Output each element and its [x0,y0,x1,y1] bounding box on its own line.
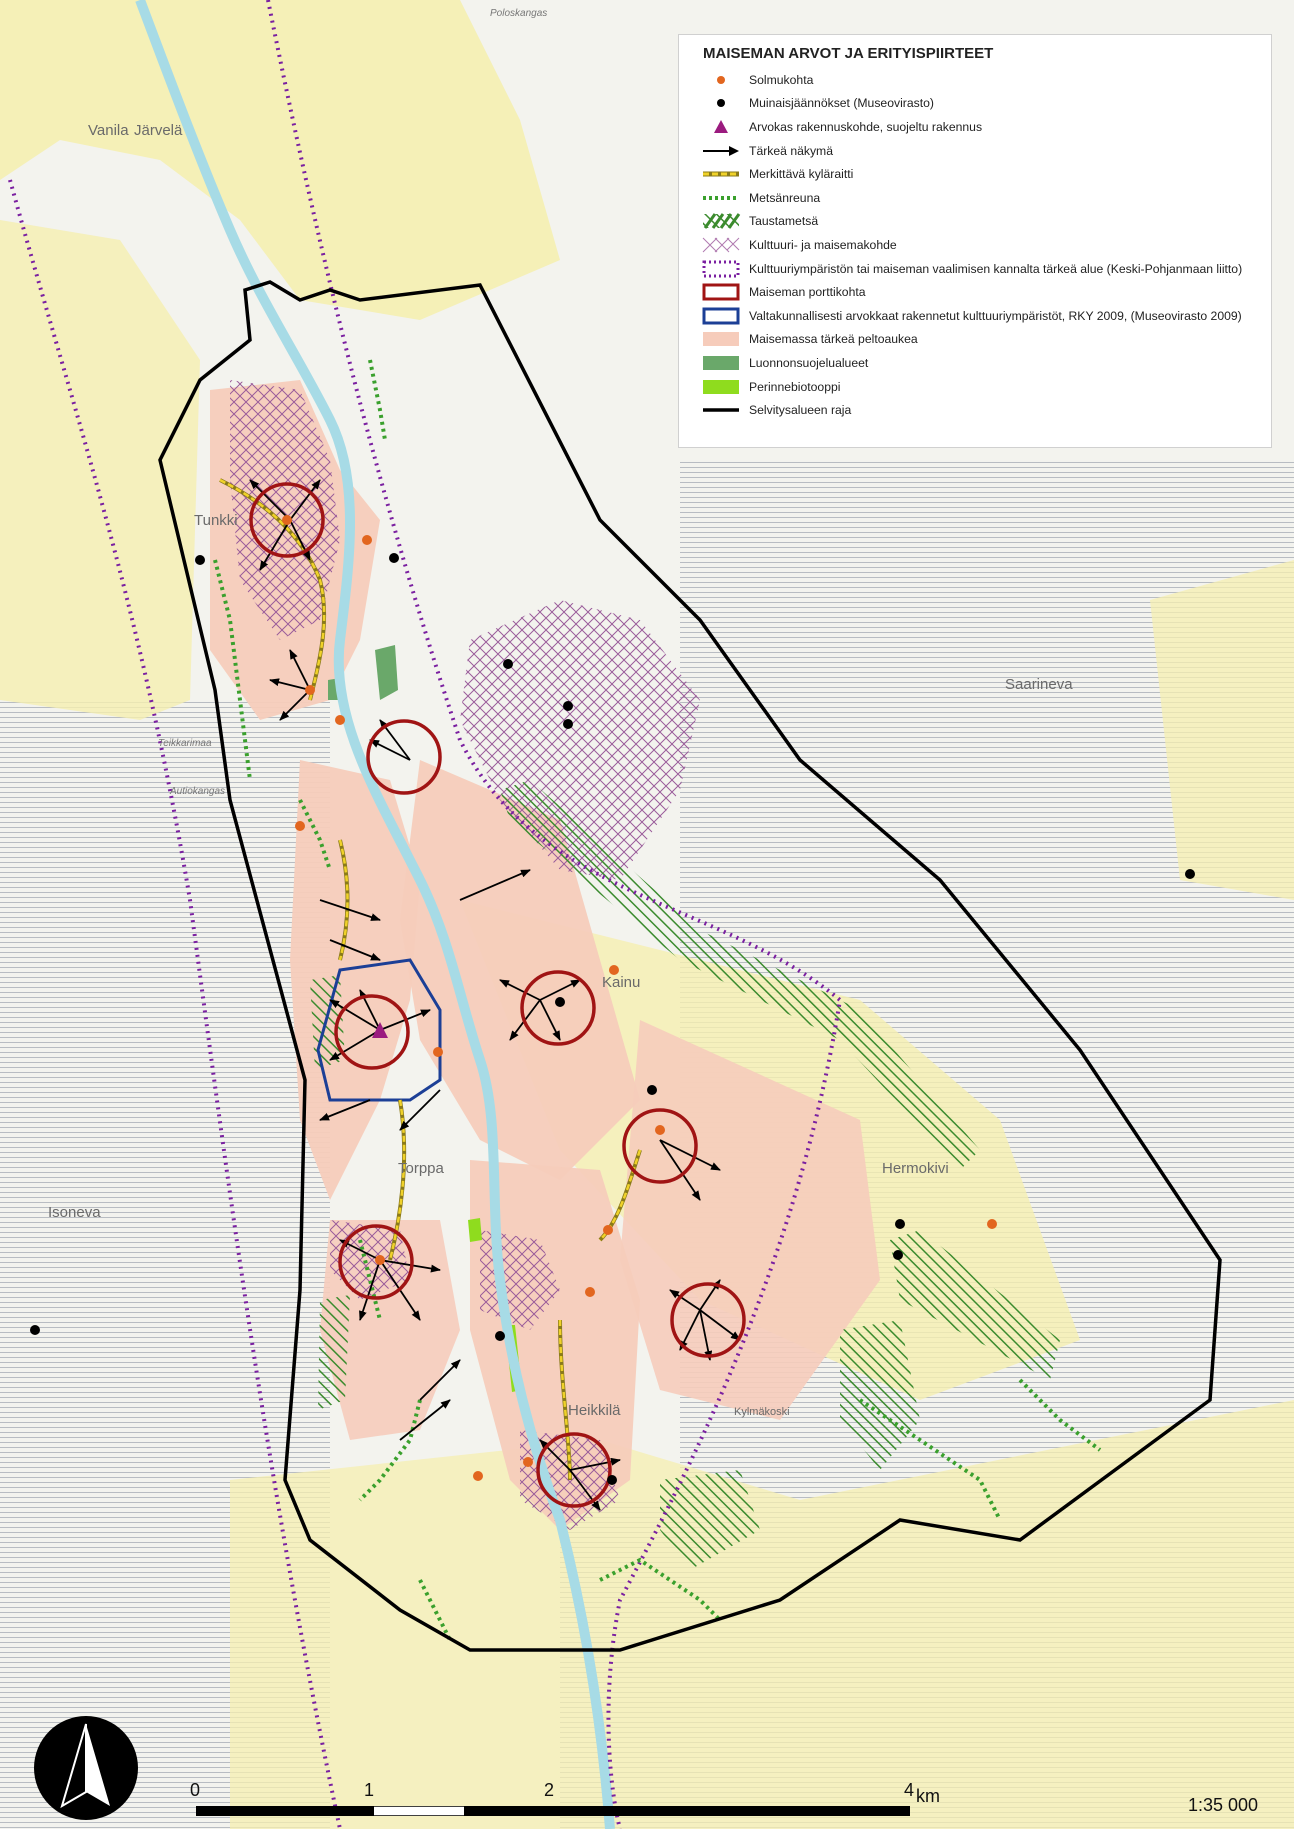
arrow-right-icon [703,145,739,156]
study-boundary-symbol [703,408,739,412]
legend-label: Kulttuuriympäristön tai maiseman vaalimi… [749,261,1243,276]
legend-label: Muinaisjäännökset (Museovirasto) [749,96,934,111]
village-road-symbol [703,171,739,177]
culture-site-symbol [702,237,740,253]
forest-edge-symbol [703,195,739,200]
legend-label: Kulttuuri- ja maisemakohde [749,237,897,252]
north-arrow-icon [34,1716,138,1820]
rky-boundary [316,958,442,1102]
scale-unit: km [916,1786,940,1806]
map-legend: MAISEMAN ARVOT JA ERITYISPIIRTEET Solmuk… [678,34,1272,448]
scale-tick-label: 2 [544,1780,555,1800]
scale-tick-label: 1 [364,1780,375,1800]
farmland-east [1150,560,1294,900]
legend-label: Taustametsä [749,214,819,229]
background-forest-symbol [703,213,741,230]
background-forest-southwest [318,1295,350,1410]
culture-site-north [230,380,340,640]
traditional-biotope-symbol [703,379,739,394]
nature-reserve [375,645,398,700]
legend-item-village-road: Merkittävä kyläraitti [691,162,1259,186]
legend-item-culture-site: Kulttuuri- ja maisemakohde [691,233,1259,257]
farmland-north [0,0,560,320]
background-forest-east [890,1230,1060,1380]
scale-ratio: 1:35 000 [1188,1795,1259,1815]
farmland-west [0,220,200,720]
node-points[interactable] [282,515,997,1481]
legend-label: Metsänreuna [749,190,821,205]
traditional-biotope-small [468,1218,482,1242]
background-forest-diagonal [500,780,980,1170]
legend-item-forest-edge: Metsänreuna [691,186,1259,210]
legend-item-background-forest: Taustametsä [691,210,1259,234]
field-opening-mid [400,760,640,1180]
rky-symbol [702,307,740,325]
legend-label: Selvitysalueen raja [749,403,852,418]
culture-site-west [330,1220,410,1300]
landscape-gateways[interactable] [249,482,746,1508]
scale-bar-graphic [196,1806,910,1816]
legend-item-protected-building: Arvokas rakennuskohde, suojeltu rakennus [691,115,1259,139]
legend-label: Maiseman porttikohta [749,285,866,300]
legend-title: MAISEMAN ARVOT JA ERITYISPIIRTEET [703,45,994,62]
background-forest-south [660,1470,760,1570]
legend-item-node: Solmukohta [691,68,1259,92]
legend-label: Tärkeä näkymä [749,143,833,158]
background-forest-west [310,975,345,1070]
legend-item-rky: Valtakunnallisesti arvokkaat rakennetut … [691,304,1259,328]
scale-tick-label: 4 [904,1780,915,1800]
study-area-boundary[interactable] [158,280,1222,1652]
scale-bar: 0 1 2 4 km [190,1780,940,1820]
legend-item-study-boundary: Selvitysalueen raja [691,398,1259,422]
river [135,0,615,1829]
legend-label: Solmukohta [749,72,814,87]
field-opening-west [290,760,420,1200]
legend-item-ancient-remains: Muinaisjäännökset (Museovirasto) [691,92,1259,116]
legend-label: Merkittävä kyläraitti [749,167,854,182]
nature-reserve-symbol [703,355,739,370]
valuable-region-symbol [702,260,740,278]
legend-label: Perinnebiotooppi [749,379,841,394]
protected-building[interactable] [372,1022,388,1038]
legend-label: Luonnonsuojelualueet [749,355,869,370]
valuable-region-west-boundary [8,179,342,1829]
legend-label: Valtakunnallisesti arvokkaat rakennetut … [749,308,1242,323]
farmland-south [230,1400,1294,1829]
background-forest-southeast [840,1320,920,1470]
node-point-symbol [717,75,725,84]
legend-item-valuable-region: Kulttuuriympäristön tai maiseman vaalimi… [691,257,1259,281]
legend-label: Arvokas rakennuskohde, suojeltu rakennus [749,119,983,134]
valuable-region-east-boundary [266,0,843,1829]
legend-item-important-view: Tärkeä näkymä [691,139,1259,163]
ancient-remains[interactable] [30,553,1195,1485]
ancient-remains-symbol [717,99,725,108]
legend-item-nature-reserve: Luonnonsuojelualueet [691,351,1259,375]
gateway-symbol [702,283,740,301]
legend-item-traditional-biotope: Perinnebiotooppi [691,375,1259,399]
legend-item-gateway: Maiseman porttikohta [691,280,1259,304]
legend-item-field-opening: Maisemassa tärkeä peltoaukea [691,328,1259,352]
legend-label: Maisemassa tärkeä peltoaukea [749,332,918,347]
scale-tick-label: 0 [190,1780,201,1800]
triangle-icon [714,119,728,133]
forest-edges [213,359,1102,1641]
field-opening-symbol [703,332,739,347]
